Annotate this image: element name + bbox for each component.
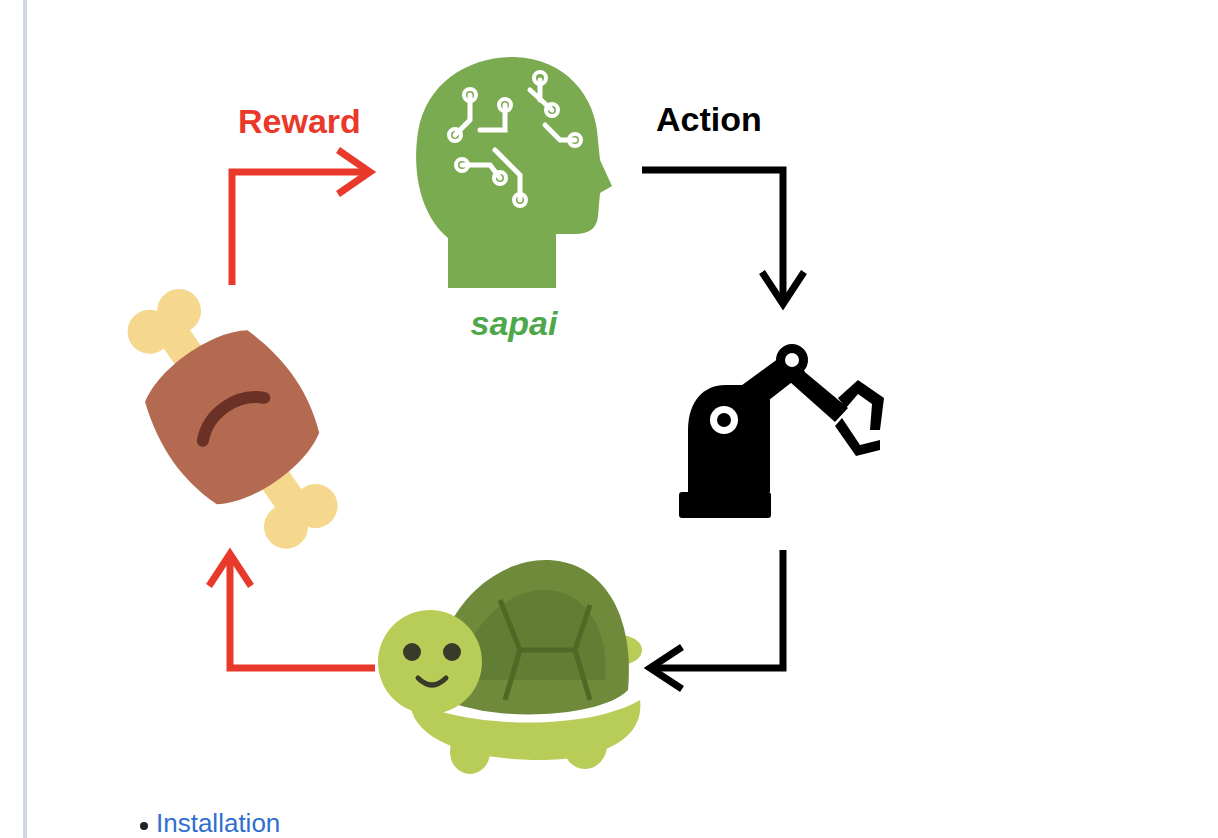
- toc-link: Installation: [156, 810, 280, 836]
- robot-arm-icon: [679, 344, 884, 518]
- meat-icon: [92, 261, 375, 577]
- env-arrowhead: [650, 647, 682, 689]
- node-label: sapai: [405, 304, 623, 343]
- action-label: Action: [656, 102, 762, 136]
- agent-head: sapai: [405, 52, 623, 343]
- action-arrowhead: [762, 272, 804, 304]
- list-bullet: [140, 822, 148, 830]
- reward-arrowhead: [209, 554, 251, 586]
- turtle-icon: [378, 560, 642, 774]
- reward-arrowhead: [338, 150, 370, 194]
- brain-head-icon: [405, 52, 615, 292]
- reward-label: Reward: [238, 104, 361, 138]
- reward-arrow: [230, 556, 375, 668]
- action-arrow: [642, 170, 783, 302]
- quote-bar: [23, 0, 27, 838]
